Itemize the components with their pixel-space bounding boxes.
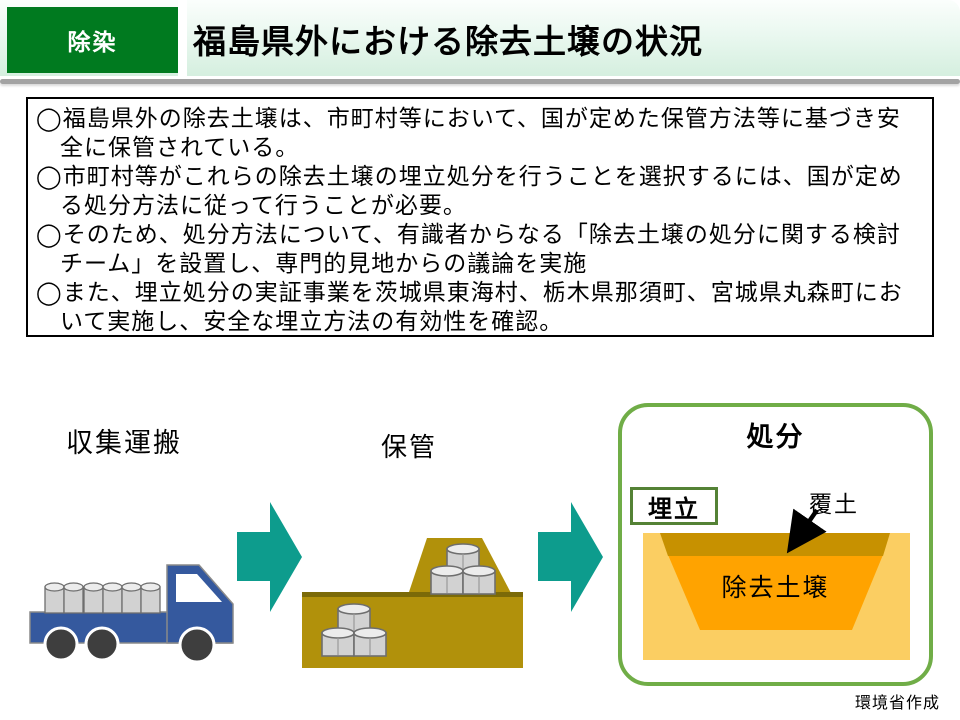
disposal-title: 処分 bbox=[746, 422, 805, 452]
bullet-4-line-2: いて実施し、安全な埋立方法の有効性を確認。 bbox=[60, 308, 564, 334]
flow-arrow-icon-1 bbox=[237, 502, 302, 612]
header-underline bbox=[0, 79, 960, 84]
truck-with-drums-icon bbox=[29, 564, 234, 664]
landfill-cross-section bbox=[643, 508, 910, 660]
flow-arrow-icon-2 bbox=[538, 502, 603, 612]
cover-soil-label: 覆土 bbox=[809, 491, 859, 517]
landfill-method-badge: 埋立 bbox=[630, 487, 718, 525]
bullet-2-line-1: ◯市町村等がこれらの除去土壌の埋立処分を行うことを選択するには、国が定め bbox=[36, 163, 903, 189]
step-label-collection-transport: 収集運搬 bbox=[66, 428, 182, 458]
removed-soil-label: 除去土壌 bbox=[721, 574, 830, 602]
page-title: 福島県外における除去土壌の状況 bbox=[193, 23, 703, 60]
bullet-2-line-2: る処分方法に従って行うことが必要。 bbox=[60, 192, 467, 218]
summary-box: ◯福島県外の除去土壌は、市町村等において、国が定めた保管方法等に基づき安 全に保… bbox=[26, 97, 934, 337]
truck-window bbox=[176, 574, 222, 602]
bullet-3-line-2: チーム」を設置し、専門的見地からの議論を実施 bbox=[60, 250, 588, 276]
credit-text: 環境省作成 bbox=[854, 695, 940, 712]
bullet-1-line-2: 全に保管されている。 bbox=[60, 134, 300, 160]
bullet-1-line-1: ◯福島県外の除去土壌は、市町村等において、国が定めた保管方法等に基づき安 bbox=[36, 105, 901, 131]
bullet-3-line-1: ◯そのため、処分方法について、有識者からなる「除去土壌の処分に関する検討 bbox=[36, 221, 901, 247]
disposal-box: 処分 埋立 覆土 除去土壌 bbox=[618, 403, 933, 686]
bullet-4-line-1: ◯また、埋立処分の実証事業を茨城県東海村、栃木県那須町、宮城県丸森町にお bbox=[36, 279, 903, 305]
badge-separator bbox=[178, 0, 187, 76]
header-banner: 除染 福島県外における除去土壌の状況 bbox=[0, 0, 960, 76]
step-label-storage: 保管 bbox=[381, 432, 438, 462]
down-left-arrow-icon bbox=[786, 508, 827, 554]
soil-mound-with-drums-icon bbox=[302, 538, 523, 668]
process-diagram bbox=[29, 502, 603, 668]
category-badge: 除染 bbox=[7, 7, 178, 73]
